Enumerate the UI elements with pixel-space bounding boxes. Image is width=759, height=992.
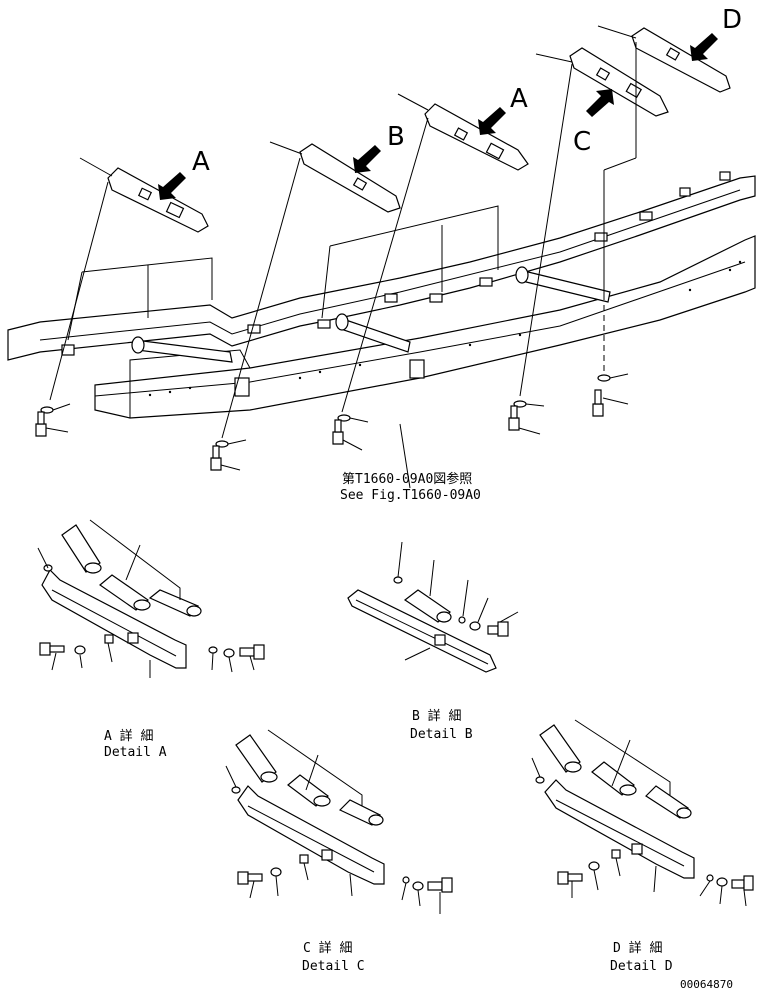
drawing-number: 00064870	[680, 978, 733, 991]
detail-d-en: Detail D	[610, 959, 673, 974]
handrail-c	[569, 47, 669, 117]
detail-a-en: Detail A	[104, 745, 167, 760]
reference-jp: 第T1660-09A0図参照	[342, 471, 472, 487]
detail-c-en: Detail C	[302, 959, 365, 974]
view-label-d: D	[722, 5, 742, 35]
main-fasteners	[35, 373, 629, 471]
view-label-a-left: A	[192, 147, 210, 177]
detail-b-jp: B 詳 細	[412, 708, 461, 724]
handrail-a-right	[424, 103, 529, 171]
frame-rail-left	[7, 175, 756, 361]
detail-c-drawing	[225, 729, 453, 914]
view-arrows	[158, 33, 718, 200]
reference-en: See Fig.T1660-09A0	[340, 488, 481, 503]
view-label-c: C	[573, 127, 591, 157]
leader-lines-top	[49, 25, 637, 489]
handrail-b	[299, 143, 401, 213]
frame-rail-right	[94, 235, 756, 419]
detail-b-en: Detail B	[410, 727, 473, 742]
detail-c-jp: C 詳 細	[303, 940, 352, 956]
detail-a-drawing	[37, 519, 265, 678]
frame-cross-tubes	[131, 266, 611, 363]
frame-brackets	[61, 171, 731, 397]
detail-b-drawing	[347, 541, 519, 673]
main-frame-assembly	[7, 171, 756, 419]
detail-d-jp: D 詳 細	[613, 940, 662, 956]
view-label-a-right: A	[510, 84, 528, 114]
detail-d-drawing	[531, 719, 754, 907]
detail-a-jp: A 詳 細	[104, 728, 153, 744]
handrail-a-left	[107, 167, 209, 233]
view-label-b: B	[387, 122, 405, 152]
